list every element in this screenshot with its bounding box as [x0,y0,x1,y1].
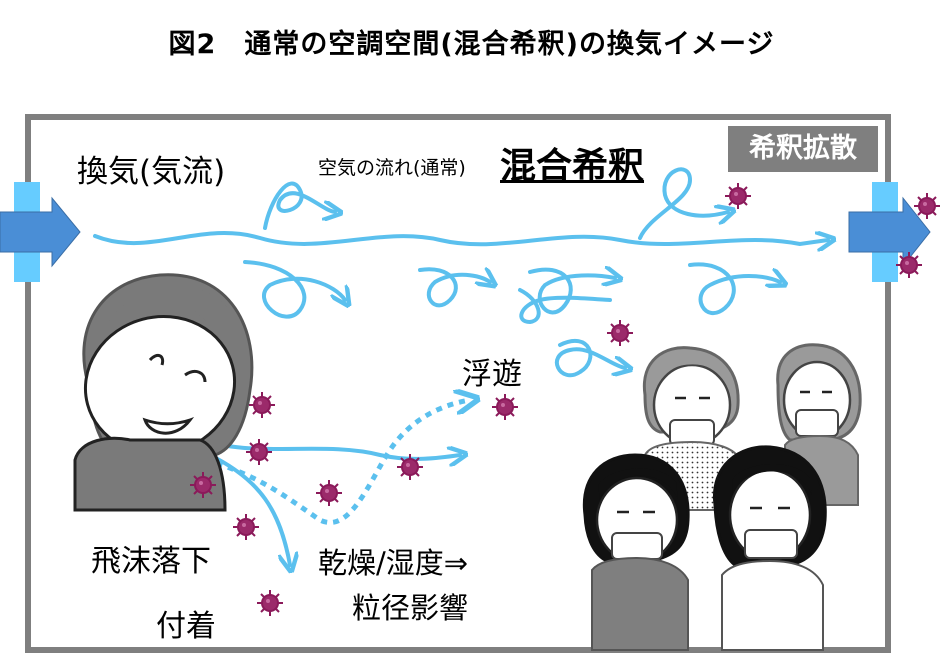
virus-icon [913,192,941,220]
virus-icon [248,391,276,419]
room-frame [25,114,891,653]
virus-icon [724,182,752,210]
listener-back-left [642,346,741,511]
virus-icon [232,513,260,541]
dryness-humidity-label: 乾燥/湿度⇒ [318,546,469,580]
floating-label: 浮遊 [462,357,522,392]
listener-back-right [776,343,862,506]
page-title: 図2 通常の空調空間(混合希釈)の換気イメージ [168,29,775,60]
particle-size-label: 粒径影響 [352,591,469,625]
speaker-person [73,273,254,512]
airflow-streams [93,167,828,565]
mixing-dilution-label: 混合希釈 [500,146,645,187]
listener-front-right [712,445,827,651]
virus-icon [491,393,519,421]
virus-icon [256,589,284,617]
listener-front-left [582,453,690,651]
inlet-arrow-icon [0,196,81,268]
virus-icon [895,251,923,279]
outlet-arrow-icon [848,196,931,268]
airflow-label: 換気(気流) [77,154,226,190]
dotted-airflow [204,400,470,525]
attach-label: 付着 [156,609,216,644]
normal-flow-label: 空気の流れ(通常) [318,157,466,179]
virus-icon [606,319,634,347]
droplet-fall-label: 飛沫落下 [91,544,211,579]
virus-icon [315,479,343,507]
dilution-diffusion-badge: 希釈拡散 [728,126,878,172]
virus-icon [245,438,273,466]
